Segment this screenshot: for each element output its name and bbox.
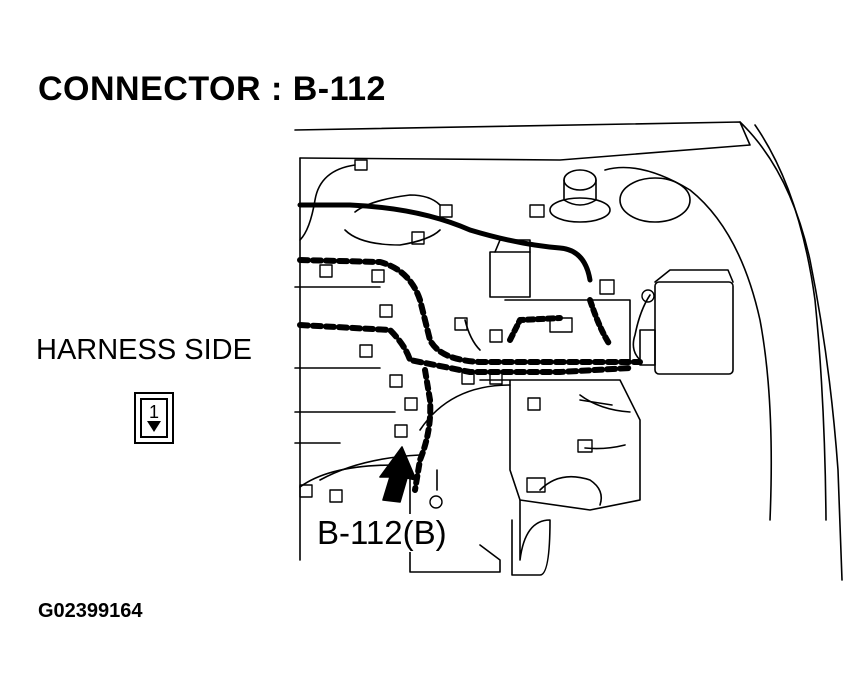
connector-callout: B-112(B) xyxy=(315,514,449,552)
fuse-box xyxy=(639,269,734,375)
connector-pin-cavity: 1 xyxy=(140,398,168,438)
reservoir-cap xyxy=(549,169,691,223)
figure-id: G02399164 xyxy=(38,600,143,622)
down-triangle-icon xyxy=(147,421,161,432)
connector-pin-diagram: 1 xyxy=(134,392,174,444)
page-title: CONNECTOR : B-112 xyxy=(38,70,386,108)
connector-pointer-arrow xyxy=(379,446,417,503)
center-bracket xyxy=(479,239,641,576)
body-outline xyxy=(294,121,843,581)
thin-wires xyxy=(299,164,651,506)
harness-side-label: HARNESS SIDE xyxy=(36,334,252,366)
main-harness xyxy=(297,202,643,493)
leader-lines xyxy=(294,286,396,444)
pin-number: 1 xyxy=(148,402,159,422)
small-connectors xyxy=(299,159,655,509)
